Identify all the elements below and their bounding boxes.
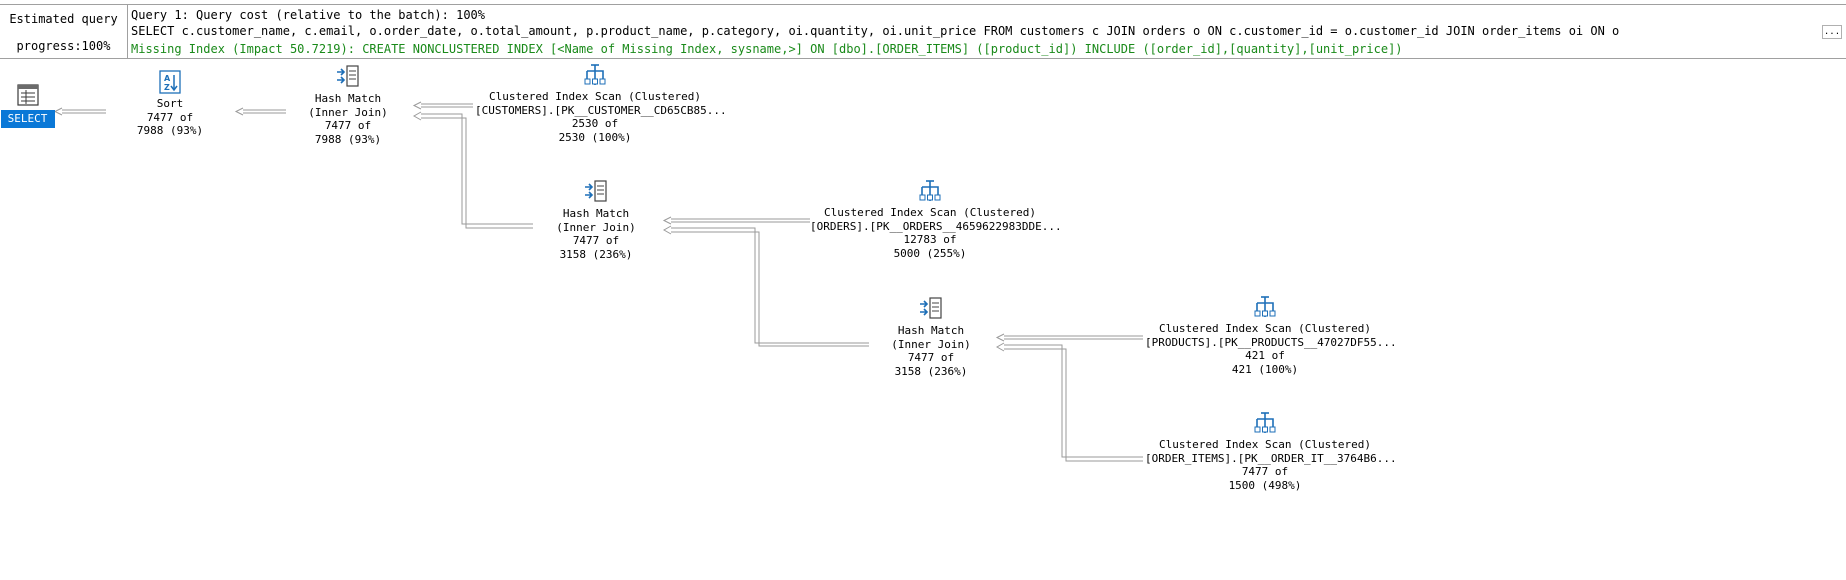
plan-node-sort[interactable]: A Z Sort 7477 of 7988 (93%) bbox=[120, 69, 220, 138]
products-obj: [PRODUCTS].[PK__PRODUCTS__47027DF55... bbox=[1145, 335, 1397, 349]
order-items-obj: [ORDER_ITEMS].[PK__ORDER_IT__3764B6... bbox=[1145, 451, 1397, 465]
plan-node-orders-scan[interactable]: Clustered Index Scan (Clustered) [ORDERS… bbox=[810, 178, 1062, 260]
clustered-index-scan-icon bbox=[1254, 412, 1276, 433]
plan-node-select[interactable]: SELECT bbox=[0, 82, 55, 128]
order-items-op: Clustered Index Scan (Clustered) bbox=[1159, 438, 1371, 451]
query-cost-title: Query 1: Query cost (relative to the bat… bbox=[131, 8, 486, 22]
hash3-rows: 7477 of bbox=[907, 351, 955, 364]
hash1-est: 7988 (93%) bbox=[314, 132, 382, 146]
hash3-op: Hash Match bbox=[897, 324, 965, 337]
select-node-label: SELECT bbox=[0, 110, 55, 128]
sort-icon: A Z bbox=[159, 70, 181, 94]
svg-text:A: A bbox=[164, 74, 171, 83]
select-icon bbox=[16, 84, 39, 106]
progress-value: progress:100% bbox=[16, 39, 111, 53]
plan-node-customers-scan[interactable]: Clustered Index Scan (Clustered) [CUSTOM… bbox=[475, 62, 727, 144]
customers-rows: 2530 of bbox=[571, 117, 619, 130]
clustered-index-scan-icon bbox=[1254, 296, 1276, 317]
products-est: 421 (100%) bbox=[1231, 362, 1299, 376]
plan-node-hash-match-1[interactable]: Hash Match (Inner Join) 7477 of 7988 (93… bbox=[298, 64, 398, 146]
orders-rows: 12783 of bbox=[903, 233, 957, 246]
hash-match-icon bbox=[920, 297, 942, 319]
hash1-sub: (Inner Join) bbox=[308, 105, 388, 119]
orders-est: 5000 (255%) bbox=[893, 246, 967, 260]
products-op: Clustered Index Scan (Clustered) bbox=[1159, 322, 1371, 335]
sort-op: Sort bbox=[156, 97, 184, 110]
hash2-rows: 7477 of bbox=[572, 234, 620, 247]
hash1-op: Hash Match bbox=[314, 92, 382, 105]
hash2-op: Hash Match bbox=[562, 207, 630, 220]
order-items-rows: 7477 of bbox=[1241, 465, 1289, 478]
hash-match-icon bbox=[337, 65, 359, 87]
plan-node-order-items-scan[interactable]: Clustered Index Scan (Clustered) [ORDER_… bbox=[1145, 410, 1397, 492]
sort-est: 7988 (93%) bbox=[136, 124, 204, 137]
clustered-index-scan-icon bbox=[584, 64, 606, 85]
hash1-rows: 7477 of bbox=[324, 119, 372, 132]
customers-est: 2530 (100%) bbox=[558, 130, 632, 144]
customers-obj: [CUSTOMERS].[PK__CUSTOMER__CD65CB85... bbox=[475, 103, 727, 117]
plan-node-products-scan[interactable]: Clustered Index Scan (Clustered) [PRODUC… bbox=[1145, 294, 1397, 376]
hash3-est: 3158 (236%) bbox=[894, 364, 968, 378]
query-progress: Estimated query progress:100% bbox=[0, 5, 128, 58]
customers-op: Clustered Index Scan (Clustered) bbox=[489, 90, 701, 103]
query-sql-text[interactable]: SELECT c.customer_name, c.email, o.order… bbox=[131, 24, 1620, 38]
sort-rows: 7477 of bbox=[146, 110, 194, 124]
plan-node-hash-match-3[interactable]: Hash Match (Inner Join) 7477 of 3158 (23… bbox=[881, 296, 981, 378]
query-header: Estimated query progress:100% Query 1: Q… bbox=[0, 4, 1846, 59]
clustered-index-scan-icon bbox=[919, 180, 941, 201]
plan-node-hash-match-2[interactable]: Hash Match (Inner Join) 7477 of 3158 (23… bbox=[546, 179, 646, 261]
missing-index-hint[interactable]: Missing Index (Impact 50.7219): CREATE N… bbox=[131, 42, 1403, 56]
svg-text:Z: Z bbox=[164, 83, 170, 92]
products-rows: 421 of bbox=[1245, 349, 1285, 362]
orders-op: Clustered Index Scan (Clustered) bbox=[824, 206, 1036, 219]
orders-obj: [ORDERS].[PK__ORDERS__4659622983DDE... bbox=[810, 219, 1062, 233]
hash2-est: 3158 (236%) bbox=[559, 247, 633, 261]
order-items-est: 1500 (498%) bbox=[1228, 478, 1302, 492]
progress-label: Estimated query bbox=[9, 12, 118, 26]
hash3-sub: (Inner Join) bbox=[891, 337, 971, 351]
hash-match-icon bbox=[585, 180, 607, 202]
hash2-sub: (Inner Join) bbox=[556, 220, 636, 234]
expand-query-button[interactable]: ... bbox=[1822, 25, 1842, 39]
